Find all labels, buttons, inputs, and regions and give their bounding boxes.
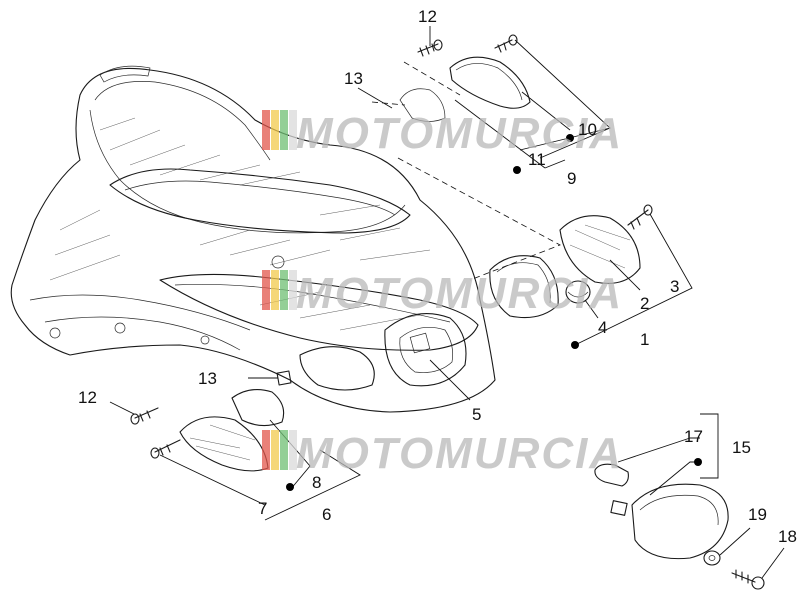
callout-13-bottom: 13 — [198, 369, 217, 388]
watermark-stripe — [280, 430, 288, 470]
callout-7: 7 — [258, 499, 267, 518]
screw-icon — [731, 569, 765, 590]
callout-6: 6 — [322, 505, 331, 524]
callout-12-bottom: 12 — [78, 388, 97, 407]
callout-15: 15 — [732, 438, 751, 457]
callout-2: 2 — [640, 294, 649, 313]
callout-4: 4 — [598, 318, 607, 337]
watermark-stripe — [271, 270, 279, 310]
leader-lines — [109, 26, 785, 579]
watermark-stripe — [271, 110, 279, 150]
watermark-stripe — [280, 110, 288, 150]
callout-17: 17 — [684, 427, 703, 446]
callout-3: 3 — [670, 277, 679, 296]
plate-lamp-housing — [631, 483, 729, 560]
screw-icon — [130, 407, 159, 425]
callout-19: 19 — [748, 505, 767, 524]
callout-5: 5 — [472, 405, 481, 424]
screw-icon — [627, 204, 653, 230]
watermark-text-middle: MOTOMURCIA — [296, 269, 623, 318]
callout-9: 9 — [567, 169, 576, 188]
watermark-middle: MOTOMURCIA — [262, 269, 623, 318]
watermark-stripe — [271, 430, 279, 470]
callout-13-top: 13 — [344, 69, 363, 88]
callout-8: 8 — [312, 473, 321, 492]
washer-icon — [703, 550, 721, 566]
assembly-lines — [371, 61, 561, 281]
rear-indicator-group-top — [399, 34, 531, 122]
callout-11: 11 — [528, 150, 546, 169]
bulb-icon — [565, 280, 591, 304]
callout-labels: 12 13 10 11 9 3 2 4 1 5 13 12 8 7 6 17 1… — [78, 7, 797, 546]
plate-lamp-group — [594, 463, 765, 590]
bullet-dots — [286, 134, 702, 491]
watermark-stripe — [289, 270, 297, 310]
watermark-top: MOTOMURCIA — [262, 109, 623, 158]
indicator-gasket-left — [231, 389, 285, 427]
watermark-stripe — [280, 270, 288, 310]
watermark-text-top: MOTOMURCIA — [296, 109, 623, 158]
clip-icon — [276, 370, 292, 386]
watermark-stripe — [262, 430, 270, 470]
watermark-bottom: MOTOMURCIA — [262, 429, 623, 478]
screw-icon — [150, 439, 181, 459]
watermark-text-bottom: MOTOMURCIA — [296, 429, 623, 478]
front-indicator-group-right — [489, 204, 653, 319]
callout-10: 10 — [578, 120, 597, 139]
front-shield-body — [10, 65, 496, 413]
watermark-stripe — [289, 430, 297, 470]
clip-icon — [610, 500, 628, 516]
callout-12-top: 12 — [418, 7, 437, 26]
callout-1: 1 — [640, 330, 649, 349]
indicator-lens-top — [449, 56, 531, 109]
indicator-lens-right — [559, 215, 641, 284]
indicator-gasket-top — [399, 88, 446, 122]
screw-icon — [417, 39, 443, 57]
watermark-stripe — [289, 110, 297, 150]
watermark-stripe — [262, 110, 270, 150]
body-shading — [49, 117, 431, 331]
screw-icon — [494, 34, 518, 53]
indicator-gasket-right — [489, 255, 559, 319]
bulb-icon — [594, 463, 629, 487]
callout-18: 18 — [778, 527, 797, 546]
watermark-stripe — [262, 270, 270, 310]
